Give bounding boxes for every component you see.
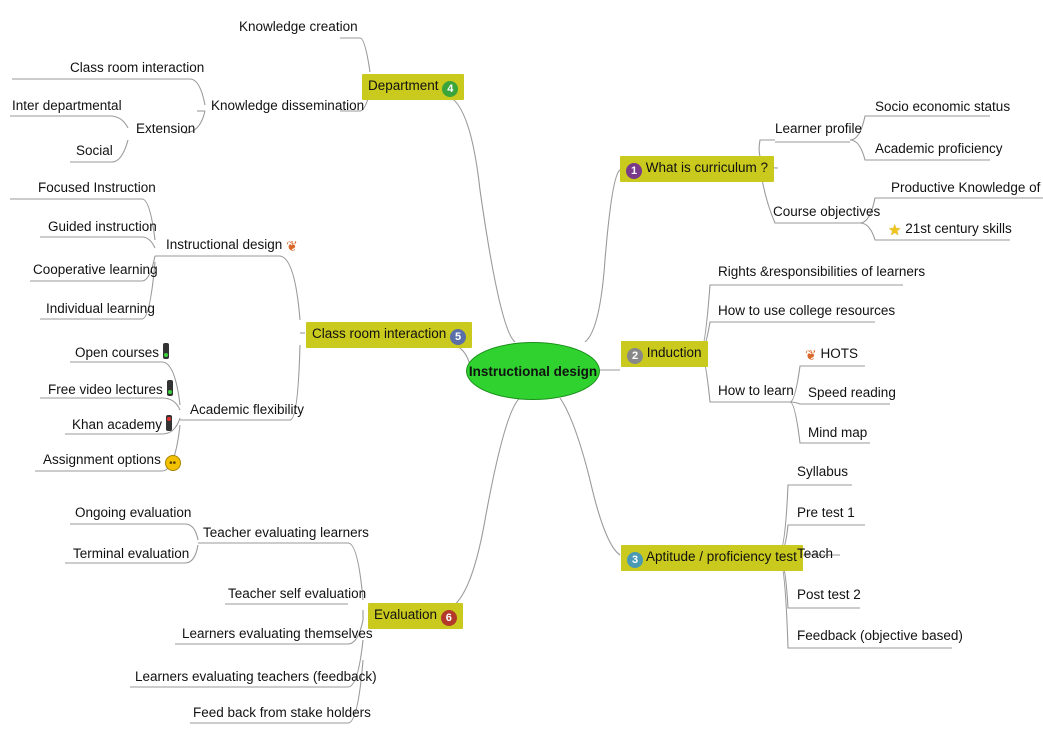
what-is-curriculum-node[interactable]: 1 What is curriculum ? [620, 156, 775, 182]
free-video-lectures-label: Free video lectures [48, 382, 163, 397]
post-test-node[interactable]: Post test 2 [797, 587, 861, 602]
central-topic[interactable]: Instructional design [466, 342, 600, 400]
class-room-interaction-node[interactable]: Class room interaction 5 [306, 322, 473, 348]
knowledge-dissemination-node[interactable]: Knowledge dissemination [211, 98, 365, 113]
smiley-icon: •• [164, 455, 181, 471]
socio-economic-status-node[interactable]: Socio economic status [875, 99, 1011, 114]
instructional-design-label: Instructional design [166, 237, 283, 252]
aptitude-test-node[interactable]: 3 Aptitude / proficiency test [621, 545, 803, 571]
number-3-icon: 3 [627, 552, 643, 568]
feed-back-stake-holders-node[interactable]: Feed back from stake holders [193, 705, 371, 720]
mind-map-node[interactable]: Mind map [808, 425, 868, 440]
khan-academy-node[interactable]: Khan academy [72, 415, 172, 434]
knowledge-creation-node[interactable]: Knowledge creation [239, 19, 358, 34]
academic-proficiency-node[interactable]: Academic proficiency [875, 141, 1003, 156]
century-skills-label: 21st century skills [905, 221, 1012, 236]
ongoing-evaluation-node[interactable]: Ongoing evaluation [75, 505, 192, 520]
number-4-icon: 4 [442, 81, 459, 97]
butterfly-icon: ❦ [286, 238, 298, 254]
terminal-evaluation-node[interactable]: Terminal evaluation [73, 546, 190, 561]
number-1-icon: 1 [626, 163, 642, 179]
evaluation-node[interactable]: Evaluation 6 [368, 603, 463, 629]
academic-flexibility-node[interactable]: Academic flexibility [190, 402, 305, 417]
traffic-light-icon [162, 343, 169, 359]
learners-evaluating-themselves-node[interactable]: Learners evaluating themselves [182, 626, 373, 641]
what-is-curriculum-label: What is curriculum ? [645, 160, 769, 175]
learners-evaluating-teachers-node[interactable]: Learners evaluating teachers (feedback) [135, 669, 377, 684]
khan-academy-label: Khan academy [72, 417, 163, 432]
number-2-icon: 2 [627, 348, 643, 364]
teacher-self-evaluation-node[interactable]: Teacher self evaluation [228, 586, 367, 601]
open-courses-node[interactable]: Open courses [75, 343, 169, 362]
department-node[interactable]: Department 4 [362, 74, 465, 100]
speed-reading-node[interactable]: Speed reading [808, 385, 896, 400]
induction-node[interactable]: 2 Induction [621, 341, 708, 367]
guided-instruction-node[interactable]: Guided instruction [48, 219, 157, 234]
inter-departmental-node[interactable]: Inter departmental [12, 98, 122, 113]
evaluation-label: Evaluation [374, 607, 438, 622]
butterfly-icon: ❦ [805, 347, 817, 363]
teacher-evaluating-learners-node[interactable]: Teacher evaluating learners [203, 525, 369, 540]
extension-node[interactable]: Extension [136, 121, 196, 136]
teach-node[interactable]: Teach [797, 546, 834, 561]
feedback-objective-node[interactable]: Feedback (objective based) [797, 628, 963, 643]
traffic-light-icon [166, 380, 173, 396]
assignment-options-label: Assignment options [43, 452, 161, 467]
department-label: Department [368, 78, 439, 93]
century-skills-node[interactable]: ★ 21st century skills [888, 220, 1012, 240]
cooperative-learning-node[interactable]: Cooperative learning [33, 262, 158, 277]
aptitude-test-label: Aptitude / proficiency test [646, 549, 797, 564]
individual-learning-node[interactable]: Individual learning [46, 301, 155, 316]
number-6-icon: 6 [440, 610, 457, 626]
course-objectives-node[interactable]: Course objectives [773, 204, 881, 219]
learner-profile-node[interactable]: Learner profile [775, 121, 863, 136]
induction-label: Induction [646, 345, 702, 360]
open-courses-label: Open courses [75, 345, 160, 360]
rights-responsibilities-node[interactable]: Rights &responsibilities of learners [718, 264, 926, 279]
focused-instruction-node[interactable]: Focused Instruction [38, 180, 156, 195]
hots-node[interactable]: ❦ HOTS [805, 345, 858, 364]
traffic-light-icon [165, 415, 172, 431]
class-room-interaction-subnode[interactable]: Class room interaction [70, 60, 205, 75]
how-to-learn-node[interactable]: How to learn [718, 383, 794, 398]
hots-label: HOTS [820, 346, 859, 361]
assignment-options-node[interactable]: Assignment options •• [43, 451, 181, 471]
instructional-design-subnode[interactable]: Instructional design ❦ [166, 236, 298, 255]
class-room-interaction-label: Class room interaction [312, 326, 447, 341]
number-5-icon: 5 [450, 329, 467, 345]
central-topic-label: Instructional design [468, 363, 598, 379]
college-resources-node[interactable]: How to use college resources [718, 303, 896, 318]
syllabus-node[interactable]: Syllabus [797, 464, 849, 479]
social-node[interactable]: Social [76, 143, 113, 158]
pre-test-node[interactable]: Pre test 1 [797, 505, 855, 520]
star-icon: ★ [888, 222, 902, 239]
free-video-lectures-node[interactable]: Free video lectures [48, 380, 173, 399]
productive-knowledge-node[interactable]: Productive Knowledge of sub [891, 180, 1043, 195]
